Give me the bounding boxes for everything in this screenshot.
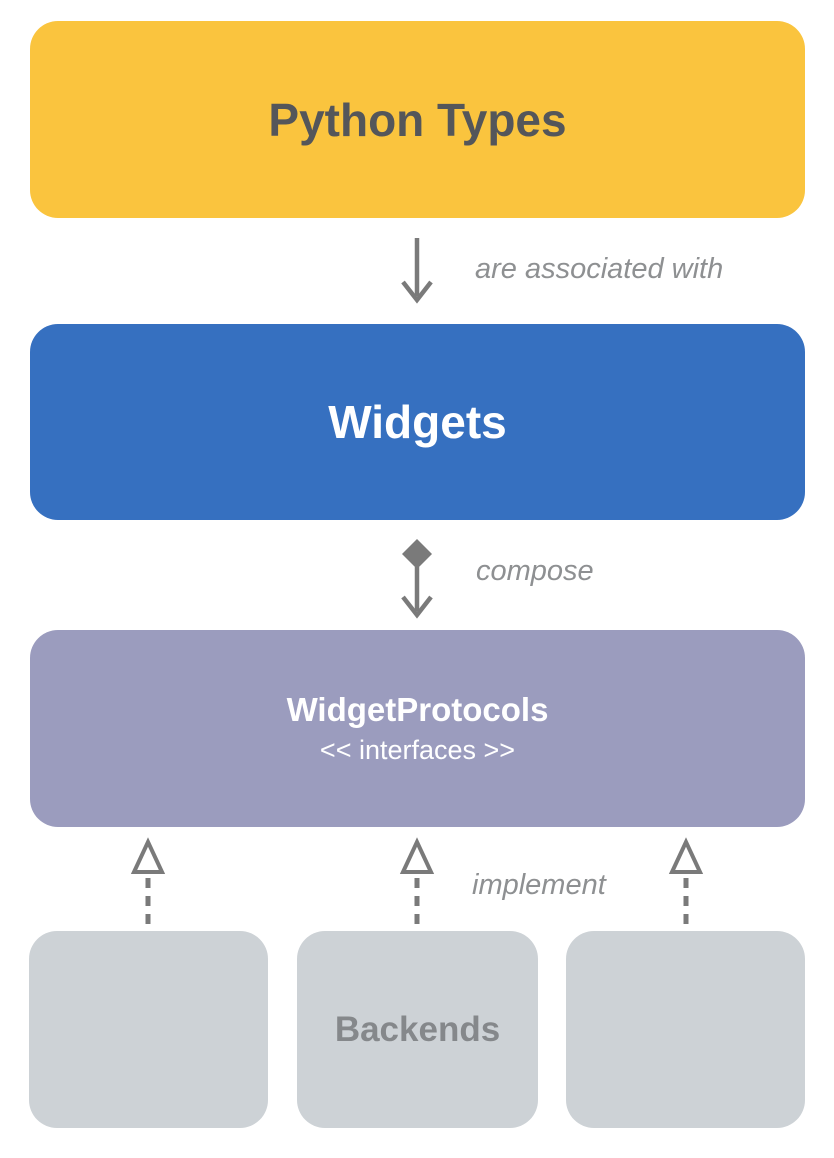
association-edge-label: are associated with bbox=[475, 253, 724, 285]
composition-arrow-icon bbox=[401, 539, 433, 619]
node-backend-left bbox=[29, 931, 268, 1128]
realization-edge-label: implement bbox=[472, 869, 606, 901]
composition-edge-label: compose bbox=[476, 555, 594, 587]
node-widgets-label: Widgets bbox=[328, 396, 507, 448]
node-widget-protocols: WidgetProtocols << interfaces >> bbox=[30, 630, 805, 827]
node-backends-label: Backends bbox=[334, 1009, 501, 1049]
association-arrow-icon bbox=[401, 238, 433, 304]
node-backend-center: Backends bbox=[297, 931, 538, 1128]
realization-arrow-left-icon bbox=[130, 837, 166, 930]
node-python-types-label: Python Types bbox=[268, 93, 567, 146]
realization-arrow-center-icon bbox=[399, 837, 435, 930]
node-backend-right bbox=[566, 931, 805, 1128]
node-widget-protocols-stereotype: << interfaces >> bbox=[319, 735, 516, 766]
node-python-types: Python Types bbox=[30, 21, 805, 218]
node-widget-protocols-label: WidgetProtocols bbox=[286, 690, 549, 728]
node-widgets: Widgets bbox=[30, 324, 805, 520]
realization-arrow-right-icon bbox=[668, 837, 704, 930]
